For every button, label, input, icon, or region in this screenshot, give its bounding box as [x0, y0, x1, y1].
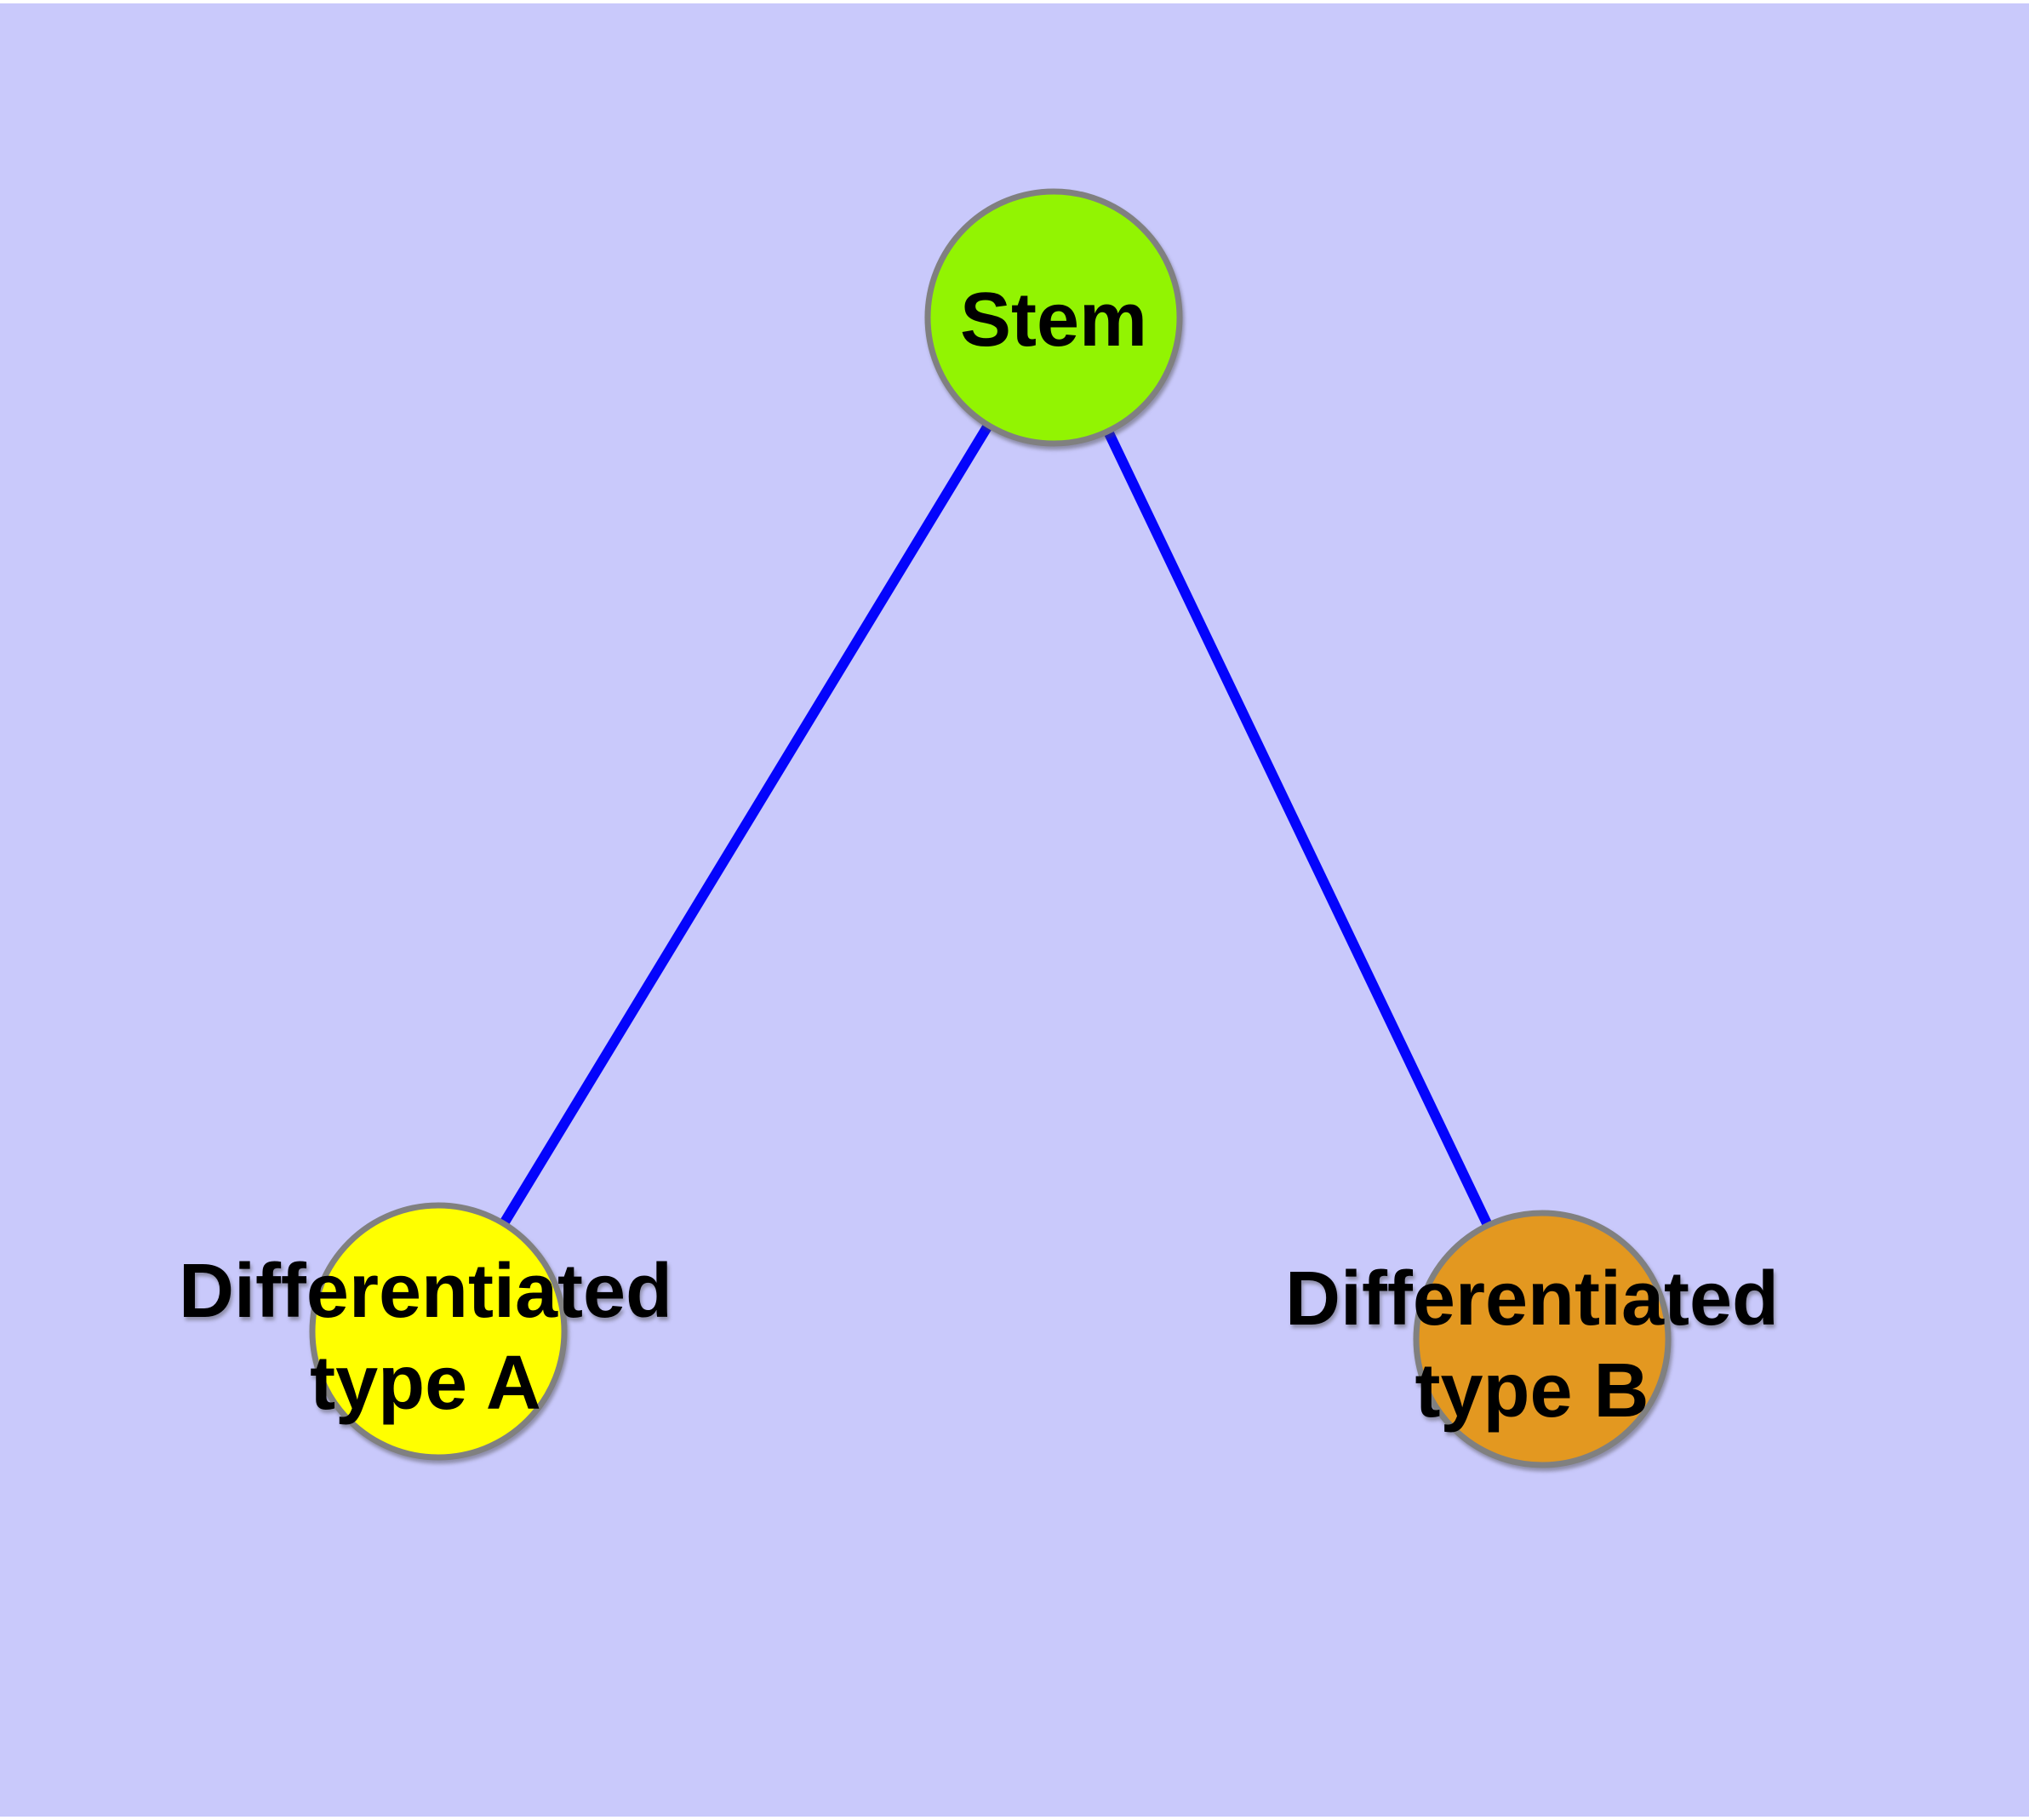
node-diff-a-label-line2: type A — [310, 1341, 541, 1426]
node-diff-b-label-line1: Differentiated — [1285, 1256, 1779, 1342]
node-diff-b-circle — [1413, 1210, 1672, 1468]
edge-stem-to-diff-b — [1049, 315, 1547, 1342]
edge-stem-to-diff-a — [433, 314, 1059, 1335]
node-stem-circle — [924, 188, 1183, 447]
node-diff-a-label-line1: Differentiated — [179, 1249, 672, 1334]
node-diff-a-circle — [309, 1202, 568, 1461]
edges-layer — [433, 314, 1547, 1342]
node-stem-label: Stem — [960, 278, 1147, 363]
nodes-layer: Stem Differentiated type A Differentiate… — [179, 188, 1779, 1468]
node-diff-b-label-line2: type B — [1415, 1348, 1649, 1434]
